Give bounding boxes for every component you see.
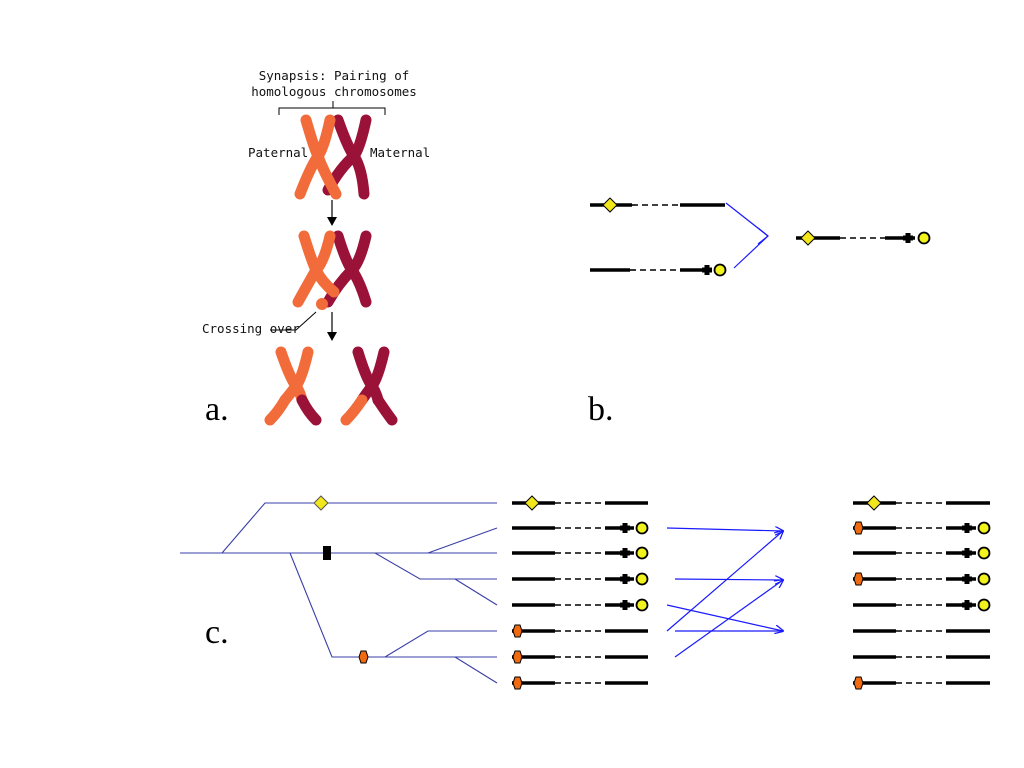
- circle-marker-icon: [977, 521, 991, 535]
- hexagon-marker-icon: [512, 650, 523, 664]
- plus-marker-icon: [903, 233, 913, 243]
- arrow-icon: [757, 227, 769, 245]
- hexagon-marker-icon: [512, 624, 523, 638]
- paternal-label: Paternal: [248, 145, 308, 160]
- synapsis-title-line1: Synapsis: Pairing of: [259, 68, 410, 83]
- hexagon-marker-icon: [853, 676, 864, 690]
- recombination-arrows: [666, 528, 783, 658]
- circle-marker-icon: [635, 572, 649, 586]
- plus-marker-icon: [702, 265, 712, 275]
- plus-marker-icon: [962, 523, 972, 533]
- arrow-icon: [327, 217, 337, 226]
- panel-b-recombinant: [796, 230, 931, 246]
- panel-b: b.: [588, 197, 931, 428]
- diamond-marker-icon: [866, 495, 882, 511]
- hexagon-marker-icon: [853, 521, 864, 535]
- chromosome-pair-synapsis: [294, 114, 372, 200]
- panel-a-label: a.: [205, 391, 229, 428]
- diamond-marker-icon: [524, 495, 540, 511]
- plus-marker-icon: [962, 574, 972, 584]
- arrow-icon: [327, 332, 337, 341]
- chromosome-pair-crossing: [292, 230, 372, 310]
- merge-line-bottom: [733, 235, 769, 269]
- maternal-label: Maternal: [370, 145, 430, 160]
- circle-marker-icon: [635, 546, 649, 560]
- circle-marker-icon: [977, 572, 991, 586]
- chromosome-column-right: [853, 495, 991, 690]
- hexagon-marker-icon: [512, 676, 523, 690]
- diamond-marker-icon: [800, 230, 816, 246]
- synapsis-bracket: [278, 101, 386, 115]
- circle-marker-icon: [977, 598, 991, 612]
- circle-marker-icon: [713, 263, 727, 277]
- crossing-pointer: [270, 311, 317, 331]
- circle-marker-icon: [635, 521, 649, 535]
- crossing-over-label: Crossing over: [202, 321, 300, 336]
- hexagon-marker-icon: [358, 650, 369, 664]
- synapsis-title-line2: homologous chromosomes: [251, 84, 417, 99]
- plus-marker-icon: [620, 548, 630, 558]
- panel-b-label: b.: [588, 391, 614, 428]
- panel-c: c.: [180, 495, 991, 690]
- plus-marker-icon: [620, 574, 630, 584]
- circle-marker-icon: [977, 546, 991, 560]
- chromosome-column-left: [512, 495, 649, 690]
- plus-marker-icon: [323, 546, 331, 560]
- hexagon-marker-icon: [853, 572, 864, 586]
- recombinant-chromosome-right: [340, 346, 398, 426]
- panel-c-label: c.: [205, 614, 229, 651]
- diamond-marker-icon: [602, 197, 618, 213]
- plus-marker-icon: [620, 523, 630, 533]
- panel-a: Synapsis: Pairing of homologous chromoso…: [202, 68, 430, 428]
- circle-marker-icon: [917, 231, 931, 245]
- plus-marker-icon: [620, 600, 630, 610]
- genealogy-tree: [180, 502, 498, 684]
- panel-b-chromosome-2: [590, 263, 727, 277]
- plus-marker-icon: [962, 600, 972, 610]
- panel-b-chromosome-1: [590, 197, 725, 213]
- circle-marker-icon: [635, 598, 649, 612]
- diamond-marker-icon: [313, 495, 329, 511]
- recombinant-chromosome-left: [264, 346, 322, 426]
- plus-marker-icon: [962, 548, 972, 558]
